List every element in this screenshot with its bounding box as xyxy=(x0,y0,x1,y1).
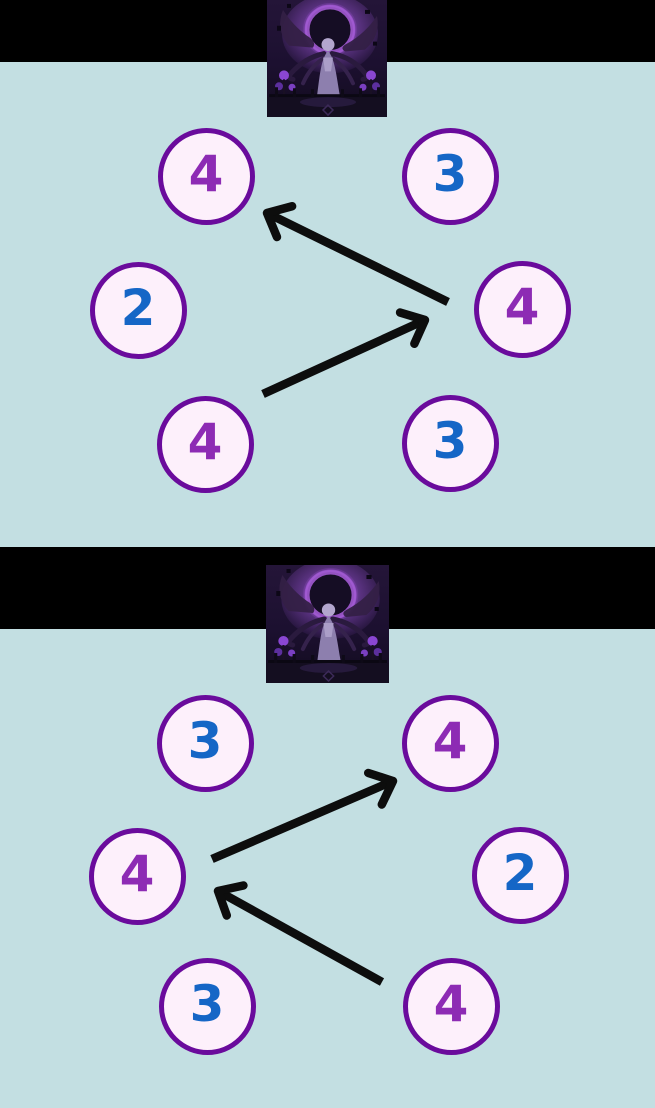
top-panel-circle-middle-left[interactable]: 2 xyxy=(89,261,187,359)
top-panel-circle-middle-right[interactable]: 4 xyxy=(473,260,571,358)
bottom-panel-arrow-middle-left-to-top-right xyxy=(210,768,398,863)
fantasy-artwork-image xyxy=(266,565,389,683)
bottom-panel-circle-middle-left[interactable]: 4 xyxy=(88,827,186,925)
top-panel-arrow-bottom-left-to-middle-right xyxy=(261,308,430,398)
bottom-panel-circle-top-right[interactable]: 4 xyxy=(401,694,499,792)
bottom-panel-circle-bottom-right[interactable]: 4 xyxy=(402,957,500,1055)
top-panel-circle-top-left[interactable]: 4 xyxy=(157,127,255,225)
top-panel-circle-top-right[interactable]: 3 xyxy=(401,127,499,225)
top-panel-circle-bottom-right[interactable]: 3 xyxy=(401,394,499,492)
top-panel-arrow-middle-right-to-top-left xyxy=(262,201,450,306)
fantasy-artwork-image xyxy=(267,0,387,117)
bottom-panel-circle-top-left[interactable]: 3 xyxy=(156,694,254,792)
top-panel-circle-bottom-left[interactable]: 4 xyxy=(156,395,254,493)
bottom-panel-arrow-bottom-right-to-middle-left xyxy=(213,881,385,986)
bottom-panel-circle-bottom-left[interactable]: 3 xyxy=(158,957,256,1055)
bottom-panel-circle-middle-right[interactable]: 2 xyxy=(471,826,569,924)
